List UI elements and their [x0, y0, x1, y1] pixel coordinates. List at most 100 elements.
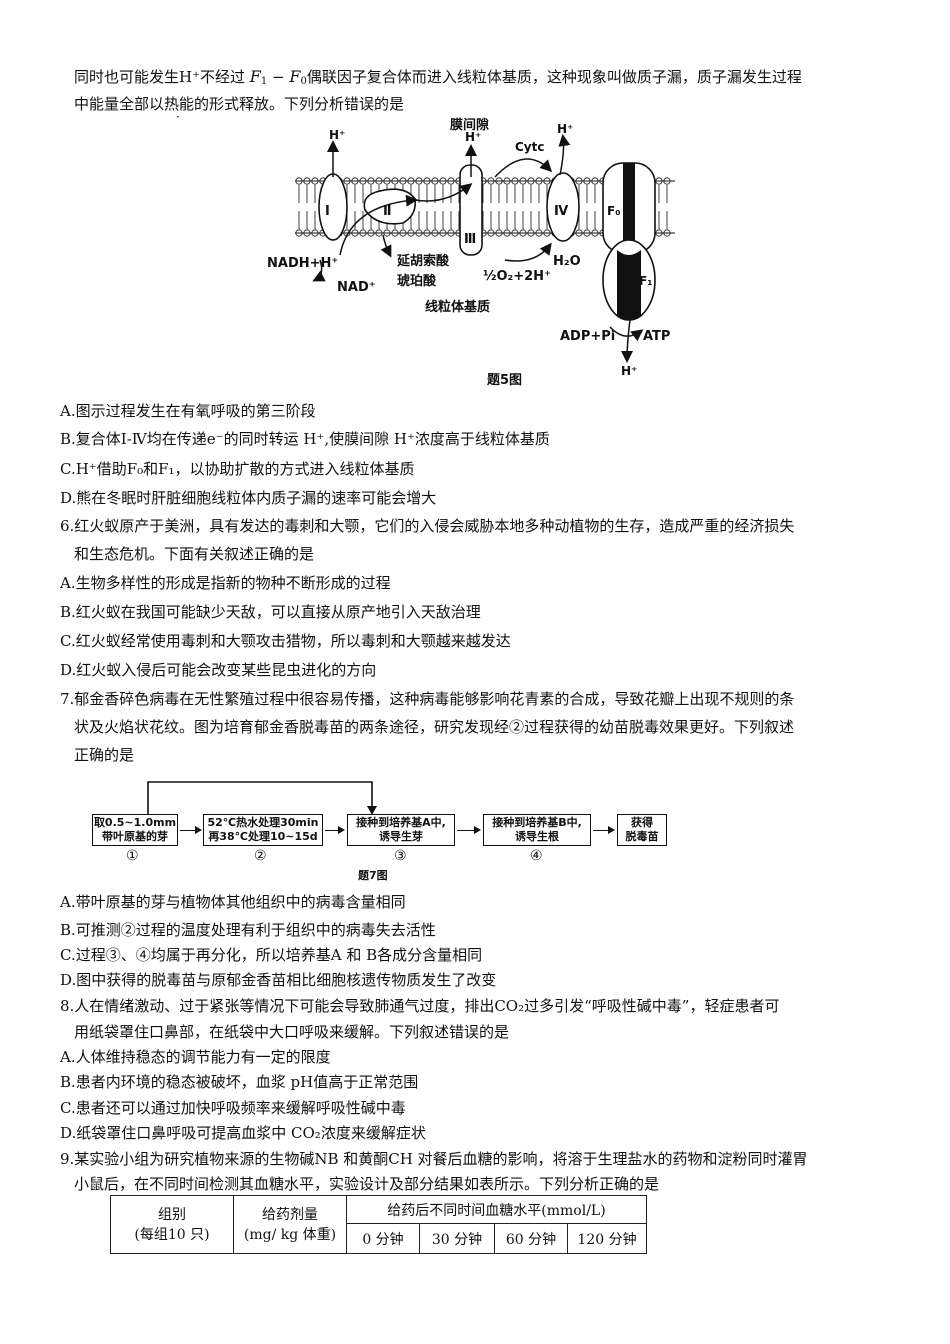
lipid-head: [591, 177, 599, 185]
q8-option-c: C.患者还可以通过加快呼吸频率来缓解呼吸性碱中毒: [60, 1099, 406, 1117]
intro-line-2: 中能量全部以热能的形式释放。下列分析错误的是: [74, 94, 404, 114]
lipid-head: [543, 177, 551, 185]
lipid-head: [503, 229, 511, 237]
lipid-head: [583, 229, 591, 237]
lipid-head: [495, 229, 503, 237]
q8-option-b: B.患者内环境的稳态被破坏，血浆 pH值高于正常范围: [60, 1073, 419, 1091]
lipid-head: [407, 229, 415, 237]
lipid-head: [511, 177, 519, 185]
label-f1: F₁: [639, 274, 652, 288]
table-header-t30: 30 分钟: [419, 1223, 495, 1254]
lipid-head: [303, 177, 311, 185]
table-header-group: 组别(每组10 只): [110, 1195, 234, 1254]
lipid-head: [343, 177, 351, 185]
table-header-dose: 给药剂量(mg/ kg 体重): [233, 1195, 347, 1254]
flow-arrow-4: [593, 826, 615, 834]
flow-number-3: ③: [394, 848, 407, 864]
flow-step-4: 接种到培养基B中,诱导生根: [483, 814, 591, 846]
lipid-head: [519, 229, 527, 237]
q6-option-d: D.红火蚁入侵后可能会改变某些昆虫进化的方向: [60, 661, 377, 679]
table-header-t60: 60 分钟: [494, 1223, 568, 1254]
lipid-head: [447, 177, 455, 185]
table-header-t120: 120 分钟: [567, 1223, 647, 1254]
lipid-head: [295, 177, 303, 185]
intro-line-1: 同时也可能发生H⁺不经过 F1 − F0偶联因子复合体而进入线粒体基质，这种现象…: [74, 67, 802, 87]
lipid-head: [375, 229, 383, 237]
q7-stem-2: 状及火焰状花纹。图为培育郁金香脱毒苗的两条途径，研究发现经②过程获得的幼苗脱毒效…: [74, 718, 795, 736]
label-complex-IV: Ⅳ: [554, 204, 569, 219]
lipid-head: [583, 177, 591, 185]
flow-number-2: ②: [254, 848, 267, 864]
lipid-head: [519, 177, 527, 185]
flow-arrows: [312, 134, 644, 363]
lipid-head: [663, 229, 671, 237]
label-atp: ATP: [643, 329, 670, 344]
lipid-head: [375, 177, 383, 185]
lipid-head: [383, 229, 391, 237]
table-header-level: 给药后不同时间血糖水平(mmol/L): [346, 1195, 647, 1224]
label-complex-III: Ⅲ: [464, 232, 476, 247]
lipid-head: [407, 177, 415, 185]
lipid-head: [543, 229, 551, 237]
label-intermembrane: 膜间隙: [450, 117, 489, 133]
q6-option-c: C.红火蚁经常使用毒刺和大颚攻击猎物，所以毒刺和大颚越来越发达: [60, 632, 511, 650]
q5-option-c: C.H⁺借助F₀和F₁，以协助扩散的方式进入线粒体基质: [60, 460, 415, 478]
lipid-head: [431, 177, 439, 185]
lipid-head: [447, 229, 455, 237]
q5-option-b: B.复合体Ⅰ-Ⅳ均在传递e⁻的同时转运 H⁺,使膜间隙 H⁺浓度高于线粒体基质: [60, 430, 550, 448]
table-header-t0: 0 分钟: [346, 1223, 420, 1254]
lipid-head: [527, 177, 535, 185]
q6-option-a: A.生物多样性的形成是指新的物种不断形成的过程: [60, 574, 391, 592]
flow-arrow-3: [457, 826, 481, 834]
lipid-head: [431, 229, 439, 237]
lipid-head: [439, 229, 447, 237]
lipid-head: [415, 177, 423, 185]
lipid-head: [535, 177, 543, 185]
lipid-head: [311, 177, 319, 185]
lipid-head: [359, 177, 367, 185]
q7-stem-3: 正确的是: [74, 746, 135, 764]
lipid-head: [311, 229, 319, 237]
flow-step-5: 获得脱毒苗: [617, 814, 667, 846]
q6-option-b: B.红火蚁在我国可能缺少天敌，可以直接从原产地引入天敌治理: [60, 603, 481, 621]
label-h-plus-2: H⁺: [465, 130, 481, 144]
q7-option-d: D.图中获得的脱毒苗与原郁金香苗相比细胞核遗传物质发生了改变: [60, 971, 497, 989]
lipid-head: [663, 177, 671, 185]
label-water: H₂O: [553, 254, 581, 269]
lipid-head: [391, 177, 399, 185]
q8-option-d: D.纸袋罩住口鼻呼吸可提高血浆中 CO₂浓度来缓解症状: [60, 1124, 426, 1142]
q8-stem-1: 8.人在情绪激动、过于紧张等情况下可能会导致肺通气过度，排出CO₂过多引发“呼吸…: [60, 997, 780, 1015]
lipid-head: [495, 177, 503, 185]
q9-stem-1: 9.某实验小组为研究植物来源的生物碱NB 和黄酮CH 对餐后血糖的影响，将溶于生…: [60, 1150, 808, 1168]
label-cytc: Cytc: [515, 140, 544, 154]
q7-option-b: B.可推测②过程的温度处理有利于组织中的病毒失去活性: [60, 921, 436, 939]
lipid-head: [351, 177, 359, 185]
q5-option-a: A.图示过程发生在有氧呼吸的第三阶段: [60, 402, 316, 420]
lipid-head: [399, 177, 407, 185]
lipid-head: [415, 229, 423, 237]
flow-step-3: 接种到培养基A中,诱导生芽: [347, 814, 455, 846]
lipid-head: [367, 177, 375, 185]
lipid-head: [527, 229, 535, 237]
lipid-head: [383, 177, 391, 185]
lipid-head: [367, 229, 375, 237]
label-f0: F₀: [607, 204, 620, 218]
lipid-head: [575, 229, 583, 237]
label-nadh: NADH+H⁺: [267, 256, 338, 271]
lipid-head: [591, 229, 599, 237]
figure-5-caption: 题5图: [487, 373, 523, 388]
flow-number-4: ④: [530, 848, 543, 864]
label-complex-II: Ⅱ: [383, 204, 392, 219]
label-fumarate: 延胡索酸: [396, 253, 450, 269]
q8-option-a: A.人体维持稳态的调节能力有一定的限度: [60, 1048, 331, 1066]
lipid-head: [391, 229, 399, 237]
label-adp: ADP+Pi: [560, 329, 615, 344]
q6-stem-1: 6.红火蚁原产于美洲，具有发达的毒刺和大颚，它们的入侵会威胁本地多种动植物的生存…: [60, 517, 795, 535]
lipid-head: [487, 229, 495, 237]
figure-7-caption: 题7图: [358, 869, 388, 882]
lipid-head: [303, 229, 311, 237]
q6-stem-2: 和生态危机。下面有关叙述正确的是: [74, 545, 315, 563]
label-complex-I: Ⅰ: [325, 204, 330, 219]
complex-I: [318, 173, 348, 241]
